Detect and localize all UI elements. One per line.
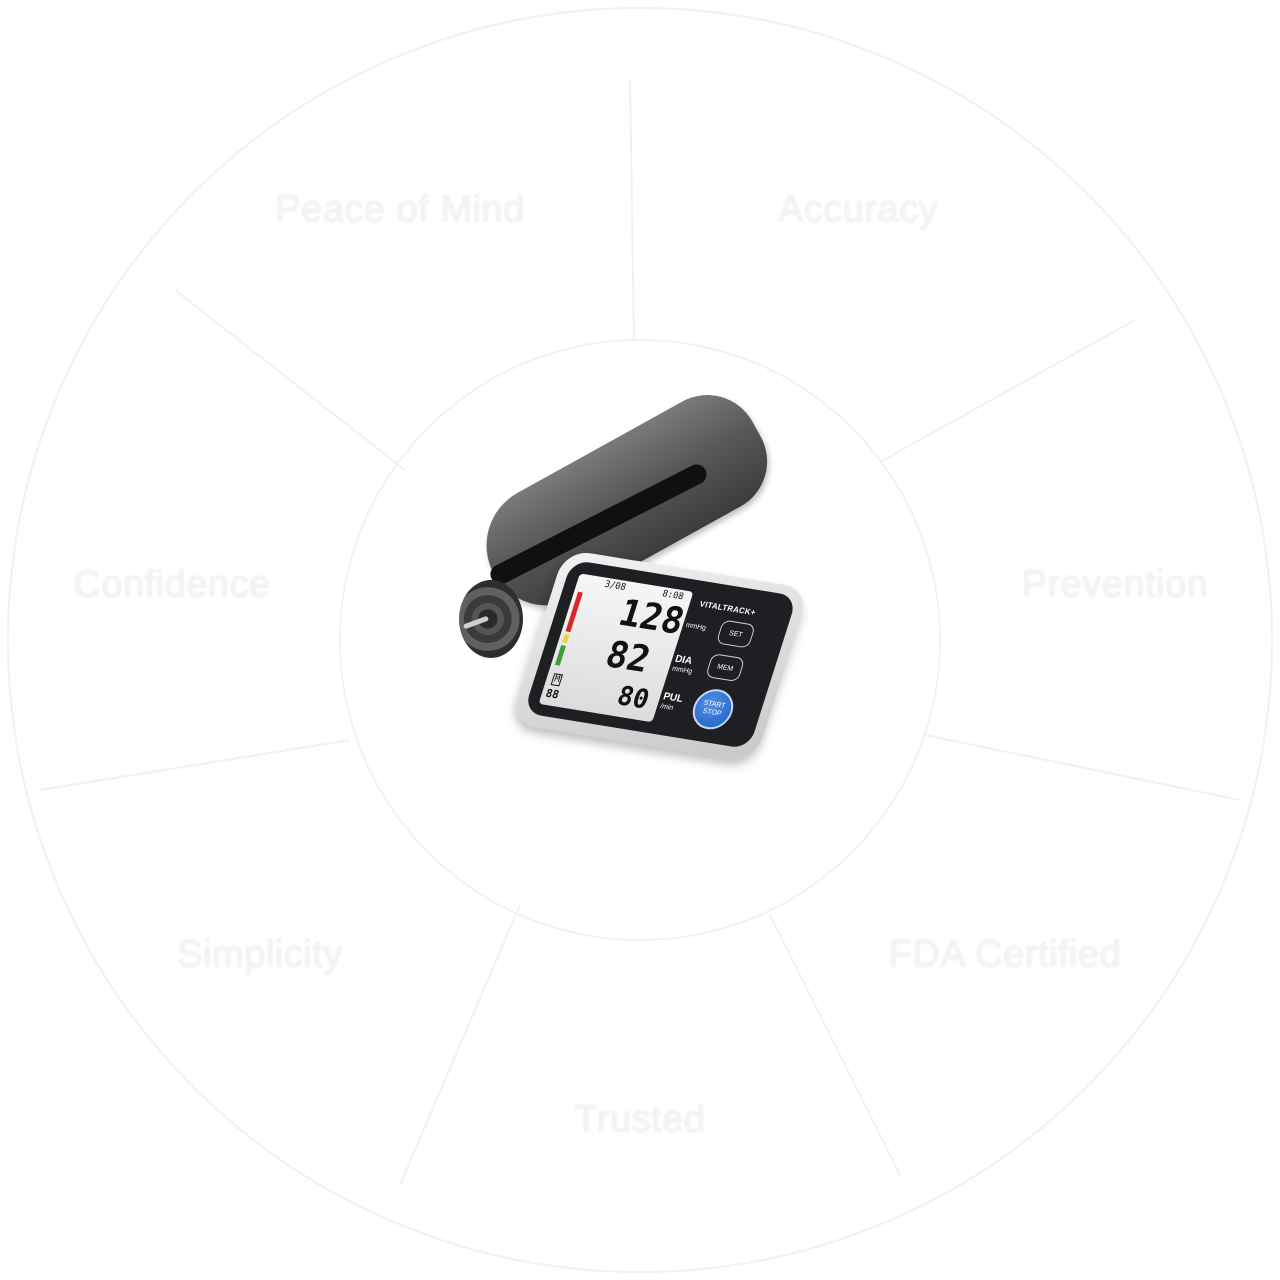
start-stop-button[interactable]: START STOP (687, 686, 739, 733)
indicator-yellow (562, 634, 570, 643)
segment-label-simplicity: Simplicity (177, 933, 343, 976)
pulse-unit: /min (659, 702, 675, 712)
blood-pressure-monitor: 3/08 8:08 128 82 80 M 88 mmHg DIA mmHg P… (455, 376, 815, 790)
segment-label-confidence: Confidence (73, 563, 271, 606)
diastolic-readout: 82 (600, 633, 656, 682)
divider (39, 739, 351, 791)
pulse-readout: 80 (613, 681, 653, 716)
divider (174, 289, 406, 471)
segment-label-accuracy: Accuracy (777, 188, 939, 231)
date-readout: 3/08 (603, 579, 628, 594)
memory-number: 88 (543, 686, 561, 702)
segment-label-peace-of-mind: Peace of Mind (275, 188, 525, 231)
segment-dividers (39, 79, 1241, 1186)
brand-logo: VITALTRACK+ (698, 599, 757, 618)
segment-label-fda-certified: FDA Certified (888, 933, 1122, 976)
segment-label-trusted: Trusted (574, 1098, 706, 1141)
divider (399, 904, 521, 1186)
monitor-face: 3/08 8:08 128 82 80 M 88 mmHg DIA mmHg P… (523, 559, 798, 750)
systolic-unit: mmHg (684, 621, 707, 633)
cuff-roll-end (459, 580, 523, 658)
divider (769, 914, 901, 1176)
divider (924, 734, 1241, 801)
monitor-body: 3/08 8:08 128 82 80 M 88 mmHg DIA mmHg P… (510, 549, 810, 763)
mem-button[interactable]: MEM (705, 653, 746, 683)
indicator-green (554, 645, 566, 666)
divider (879, 319, 1136, 463)
set-button[interactable]: SET (715, 619, 756, 649)
segment-label-prevention: Prevention (1021, 563, 1209, 606)
divider (629, 79, 635, 341)
indicator-red (565, 591, 583, 633)
stop-label: STOP (701, 707, 723, 718)
memory-marker: M (550, 673, 564, 687)
